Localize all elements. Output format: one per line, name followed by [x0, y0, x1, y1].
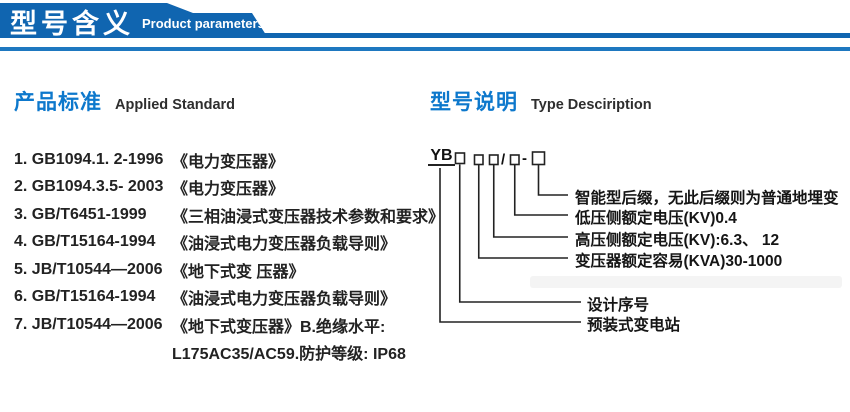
label-rated-capacity: 变压器额定容易(KVA)30-1000: [575, 253, 783, 270]
standards-list-item: 7. JB/T10544—2006 《地下式变压器》B.绝缘水平:: [14, 311, 444, 339]
applied-standard-heading-en: Applied Standard: [115, 97, 236, 113]
standards-list-item: L175AC35/AC59.防护等级: IP68: [14, 339, 444, 367]
standard-code: 3. GB/T6451-1999: [14, 205, 147, 223]
standard-code: 2. GB1094.3.5- 2003: [14, 178, 164, 196]
type-code-box: [531, 151, 546, 166]
connector-line-capacity: [477, 164, 568, 259]
applied-standard-heading-zh: 产品标准: [14, 91, 102, 114]
type-description-heading-zh: 型号说明: [430, 91, 518, 114]
label-design-serial: 设计序号: [587, 297, 650, 314]
standard-code: 4. GB/T15164-1994: [14, 233, 156, 251]
header-rule: [0, 47, 850, 51]
type-code-dash: -: [522, 150, 527, 167]
standard-code: 1. GB1094.1. 2-1996: [14, 150, 164, 168]
applied-standard-heading: 产品标准 Applied Standard: [14, 86, 235, 116]
type-description-heading-en: Type Desciription: [531, 97, 652, 113]
watermark-smudge: [530, 276, 842, 288]
standard-code: 5. JB/T10544—2006: [14, 260, 163, 278]
standards-list-item: 6. GB/T15164-1994 《油浸式电力变压器负载导则》: [14, 284, 444, 312]
standards-list-item: 3. GB/T6451-1999 《三相油浸式变压器技术参数和要求》: [14, 201, 444, 229]
label-prefab-substation: 预装式变电站: [587, 317, 681, 334]
standard-title: 《油浸式电力变压器负载导则》: [172, 236, 397, 254]
banner-extension-line: [258, 33, 850, 38]
standards-list-item: 2. GB1094.3.5- 2003 《电力变压器》: [14, 174, 444, 202]
label-hv-rated-voltage: 高压侧额定电压(KV):6.3、 12: [575, 232, 780, 249]
type-code-prefix: YB: [428, 148, 455, 166]
type-code-box: [473, 154, 484, 166]
standard-code: 6. GB/T15164-1994: [14, 288, 156, 306]
type-designation-diagram: / -: [439, 150, 581, 323]
standards-list: 1. GB1094.1. 2-1996 《电力变压器》 2. GB1094.3.…: [14, 146, 444, 366]
page-title: 型号含义: [10, 9, 134, 39]
standard-title: 《地下式变 压器》: [172, 263, 305, 281]
page-subtitle: Product parameters: [142, 16, 265, 31]
standard-title: 《三相油浸式变压器技术参数和要求》: [172, 208, 445, 226]
connector-line-design: [458, 164, 581, 303]
standard-code: 7. JB/T10544—2006: [14, 315, 163, 333]
type-code-box: [454, 152, 466, 165]
type-code-box: [488, 154, 499, 166]
connector-line-station: [439, 168, 581, 323]
standard-title: 《电力变压器》: [172, 181, 285, 199]
standard-title: 《油浸式电力变压器负载导则》: [172, 291, 397, 309]
type-code-slash: /: [501, 152, 506, 169]
standard-title: 《地下式变压器》B.绝缘水平:: [172, 318, 386, 336]
standards-list-item: 1. GB1094.1. 2-1996 《电力变压器》: [14, 146, 444, 174]
connector-line-lv: [513, 164, 568, 216]
type-description-heading: 型号说明 Type Desciription: [430, 86, 652, 116]
label-lv-rated-voltage: 低压侧额定电压(KV)0.4: [575, 210, 737, 227]
standards-list-item: 5. JB/T10544—2006 《地下式变 压器》: [14, 256, 444, 284]
standard-title: L175AC35/AC59.防护等级: IP68: [172, 346, 406, 364]
connector-line-suffix: [537, 164, 568, 196]
connector-line-hv: [492, 164, 568, 238]
standards-list-item: 4. GB/T15164-1994 《油浸式电力变压器负载导则》: [14, 229, 444, 257]
type-code-box: [509, 154, 520, 166]
standard-title: 《电力变压器》: [172, 153, 285, 171]
label-smart-suffix: 智能型后缀，无此后缀则为普通地埋变: [575, 190, 839, 207]
